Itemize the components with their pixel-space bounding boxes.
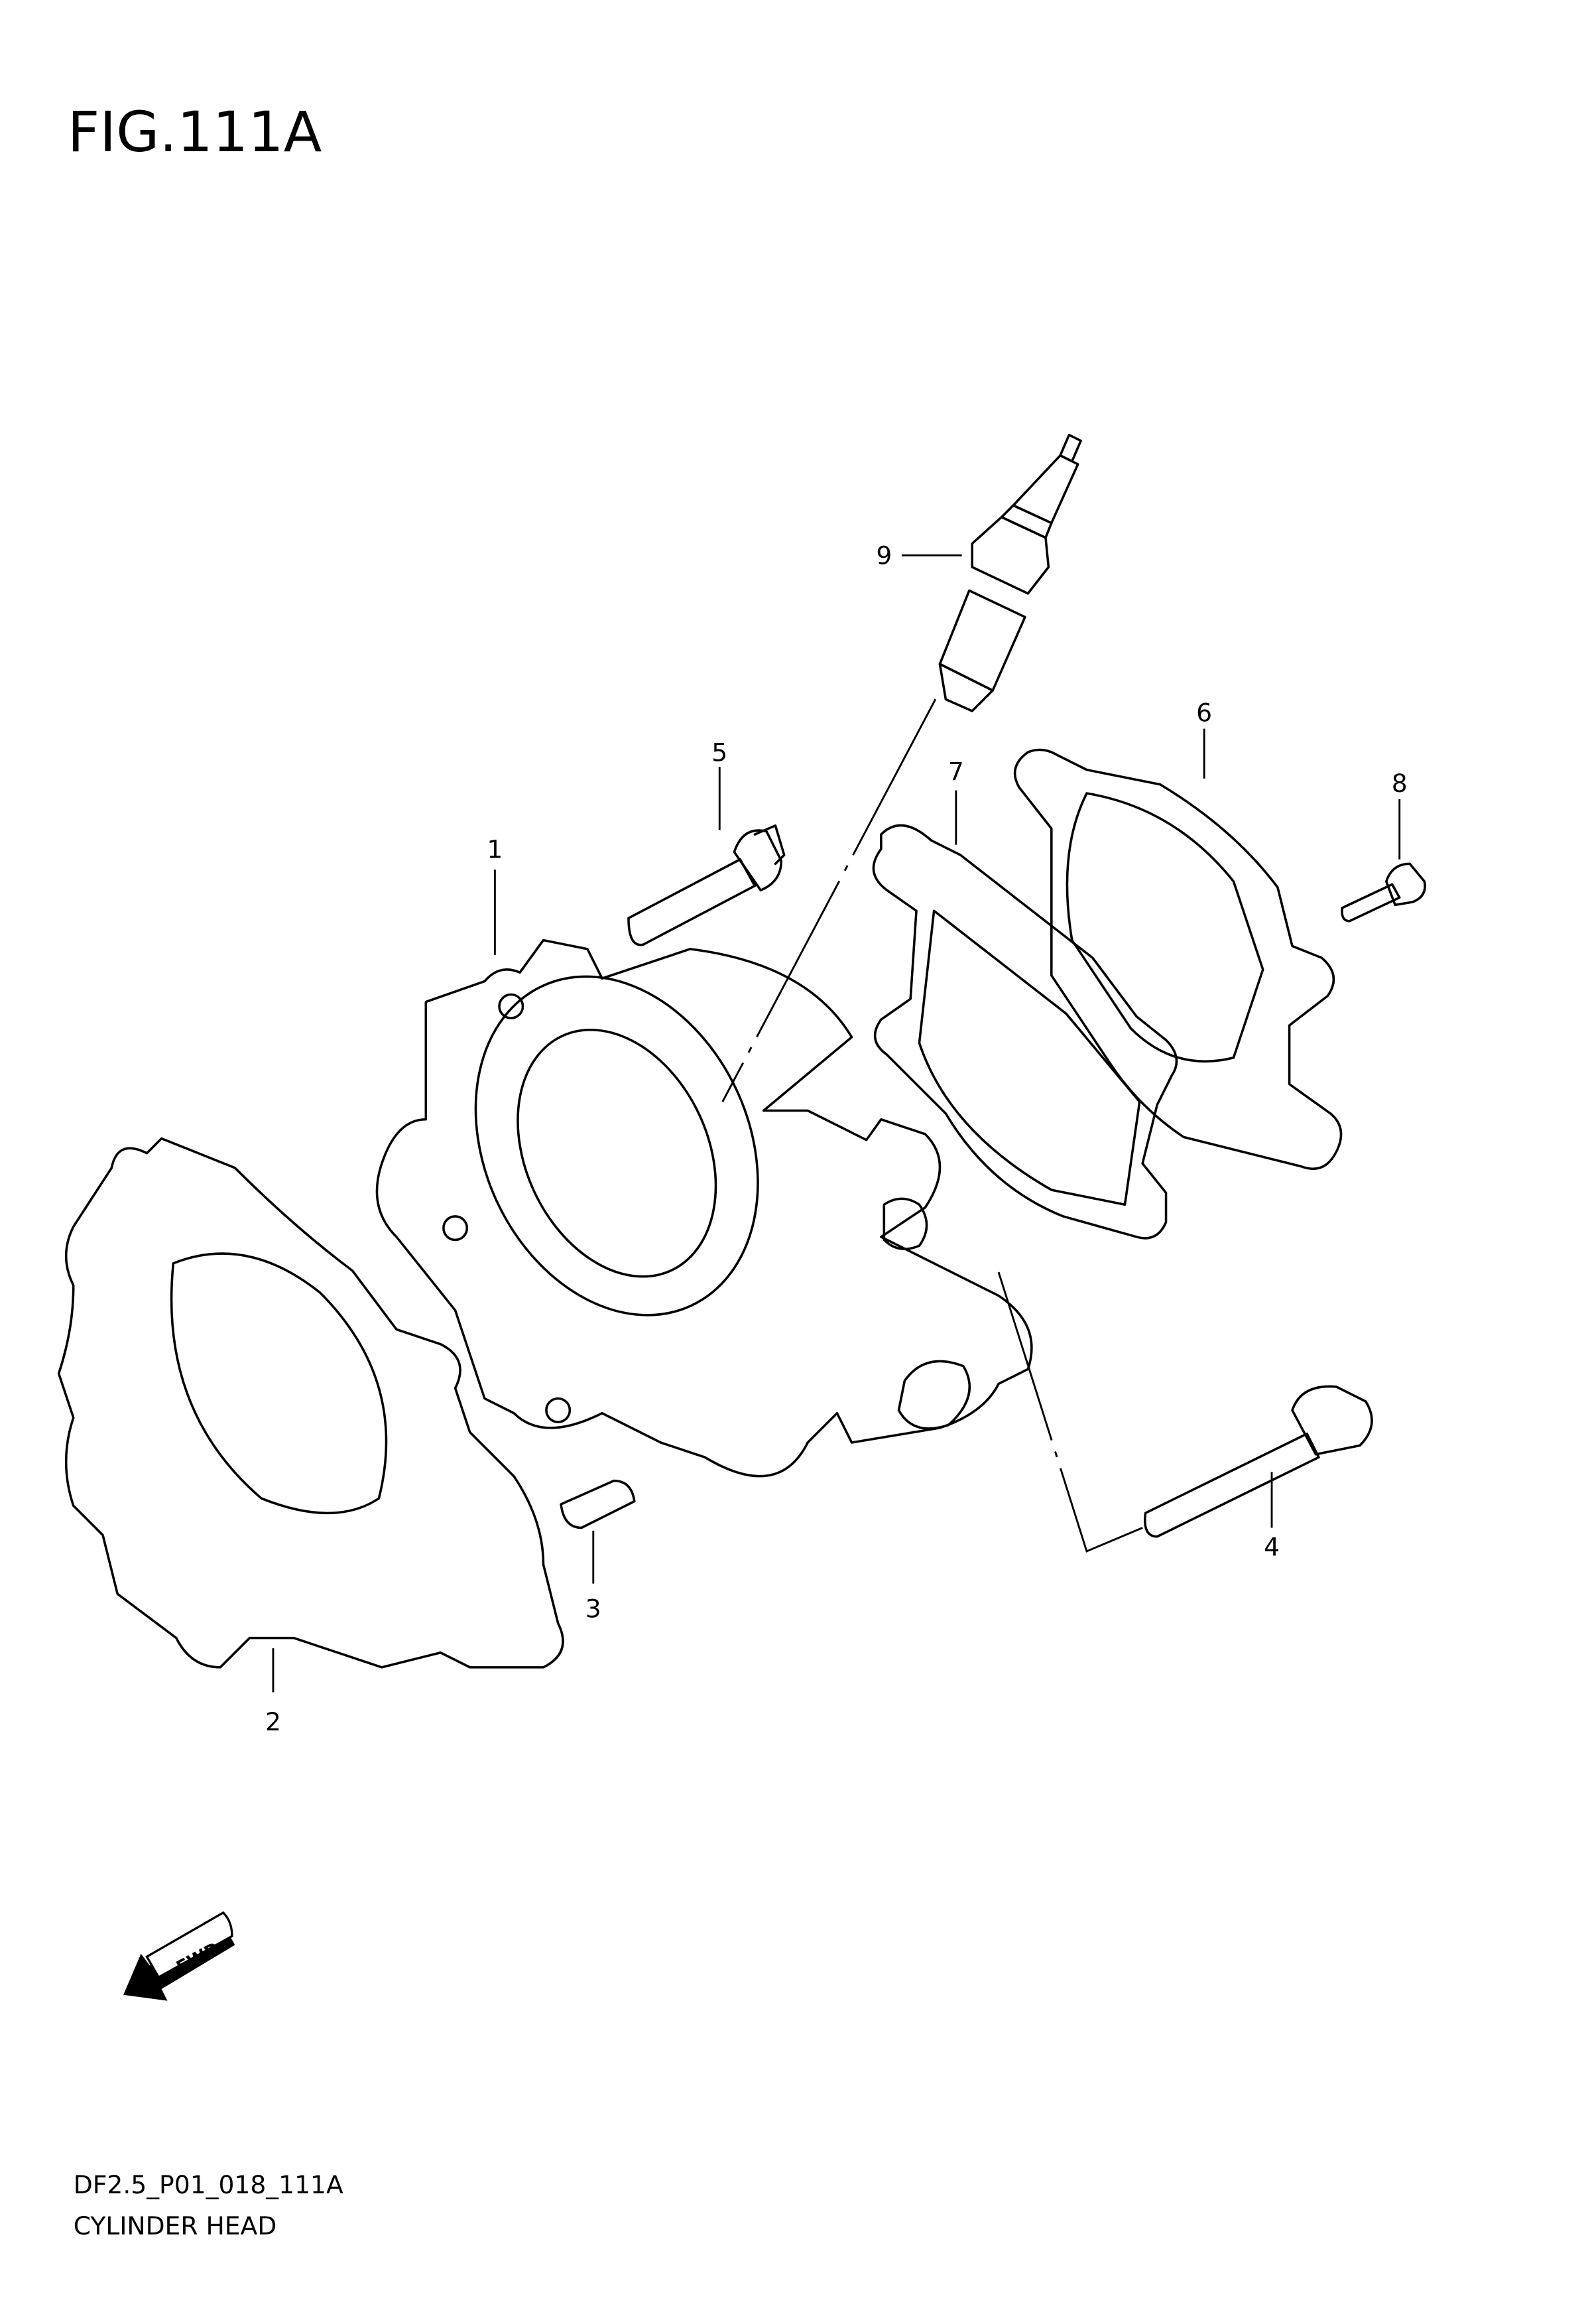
bolt-8-part xyxy=(1341,862,1426,923)
callout-8: 8 xyxy=(1392,769,1408,798)
gasket-7-part xyxy=(872,824,1178,1240)
figure-caption: CYLINDER HEAD xyxy=(74,2211,277,2240)
callout-6: 6 xyxy=(1196,698,1212,728)
drawing-code: DF2.5_P01_018_111A xyxy=(74,2170,343,2199)
dash-leader-4 xyxy=(997,1271,1143,1553)
cylinder-head-part xyxy=(375,938,1033,1478)
dash-leader-9 xyxy=(721,698,937,1102)
gasket-2-part xyxy=(57,1137,564,1669)
callout-9: 9 xyxy=(876,541,892,570)
figure-title: FIG.111A xyxy=(68,99,322,164)
callout-2: 2 xyxy=(265,1707,281,1736)
callout-3: 3 xyxy=(585,1594,601,1624)
callout-7: 7 xyxy=(948,757,964,786)
dowel-pin-part xyxy=(560,1479,636,1529)
cover-6-part xyxy=(1013,748,1343,1170)
fwd-arrow-icon: FWD xyxy=(123,1911,235,2001)
callout-4: 4 xyxy=(1264,1533,1280,1562)
bolt-4-part xyxy=(1144,1385,1373,1538)
callout-5: 5 xyxy=(711,738,727,767)
bolt-5-part xyxy=(627,824,786,946)
callout-1: 1 xyxy=(487,835,503,864)
spark-plug-part xyxy=(938,433,1082,712)
